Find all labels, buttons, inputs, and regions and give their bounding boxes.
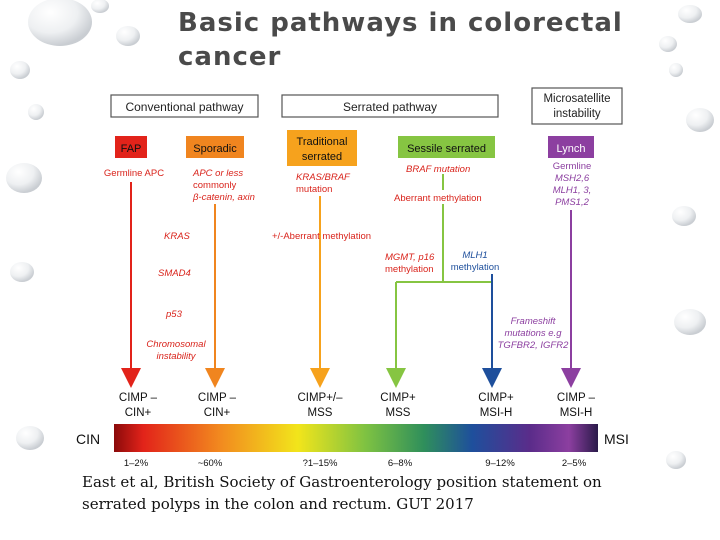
note-aberrant-methylation: Aberrant methylation	[394, 193, 482, 204]
note-lynch-line1: Germline	[553, 161, 592, 172]
box-fap-label: FAP	[121, 143, 142, 155]
outcome-6-line2: MSI-H	[560, 407, 593, 419]
note-kras-braf-line2: mutation	[296, 184, 332, 195]
note-frameshift-line3: TGFBR2, IGFR2	[498, 340, 569, 351]
cin-msi-spectrum-bar	[114, 424, 598, 452]
droplet	[686, 108, 714, 132]
note-p53: p53	[165, 309, 183, 320]
outcome-5-line1: CIMP+	[478, 392, 514, 404]
box-lynch	[548, 136, 594, 158]
pct-1: 1–2%	[124, 458, 149, 468]
outcome-6-line1: CIMP –	[557, 392, 596, 404]
note-lynch-line2: MSH2,6	[555, 173, 590, 184]
note-plusminus-aberrant: +/-Aberrant methylation	[272, 231, 371, 242]
outcome-3-line1: CIMP+/–	[297, 392, 343, 404]
outcome-1-line2: CIN+	[125, 407, 152, 419]
note-apc-line2: commonly	[193, 180, 237, 191]
scale-cin-label: CIN	[76, 431, 100, 447]
droplet	[91, 0, 109, 13]
note-apc-line1: APC or less	[192, 168, 243, 179]
outcome-4-line2: MSS	[386, 407, 411, 419]
box-traditional-line2: serrated	[302, 151, 342, 163]
header-conventional-box	[110, 94, 259, 118]
droplet	[16, 426, 44, 450]
pct-5: 9–12%	[485, 458, 515, 468]
outcome-2-line1: CIMP –	[198, 392, 237, 404]
note-lynch-line3: MLH1, 3,	[553, 185, 592, 196]
header-conventional: Conventional pathway	[125, 100, 243, 114]
box-sessile-label: Sessile serrated	[407, 143, 486, 155]
outcome-3-line2: MSS	[308, 407, 333, 419]
droplet	[669, 63, 683, 77]
note-frameshift-line2: mutations e.g	[504, 328, 562, 339]
pct-2: ~60%	[198, 458, 223, 468]
box-lynch-label: Lynch	[557, 143, 586, 155]
droplet	[10, 262, 34, 282]
note-chromosomal-line2: instability	[156, 351, 196, 362]
box-sessile	[398, 136, 495, 158]
note-kras: KRAS	[164, 231, 191, 242]
note-lynch-line4: PMS1,2	[555, 197, 590, 208]
box-fap	[115, 136, 147, 158]
header-msi-line2: instability	[553, 108, 601, 120]
note-braf-mutation: BRAF mutation	[406, 164, 470, 175]
pct-3: ?1–15%	[303, 458, 338, 468]
droplet	[116, 26, 140, 46]
droplet	[672, 206, 696, 226]
droplet	[10, 61, 30, 79]
outcome-2-line2: CIN+	[204, 407, 231, 419]
scale-msi-label: MSI	[604, 431, 629, 447]
citation-text: East et al, British Society of Gastroent…	[82, 471, 642, 515]
note-mgmt-line1: MGMT, p16	[385, 252, 435, 263]
droplet	[28, 104, 44, 120]
box-sporadic	[186, 136, 244, 158]
header-serrated-box	[281, 94, 499, 118]
slide-title: Basic pathways in colorectal cancer	[178, 8, 623, 72]
pct-6: 2–5%	[562, 458, 587, 468]
note-chromosomal-line1: Chromosomal	[146, 339, 206, 350]
pathway-diagram: Conventional pathway Serrated pathway Mi…	[74, 84, 634, 468]
note-germline-apc: Germline APC	[104, 168, 164, 179]
note-apc-line3: β-catenin, axin	[192, 192, 255, 203]
outcome-1-line1: CIMP –	[119, 392, 158, 404]
droplet	[28, 0, 92, 46]
note-mlh1-line1: MLH1	[462, 250, 487, 261]
outcome-4-line1: CIMP+	[380, 392, 416, 404]
box-traditional	[287, 130, 357, 166]
note-mgmt-line2: methylation	[385, 264, 434, 275]
box-sporadic-label: Sporadic	[193, 143, 237, 155]
header-serrated: Serrated pathway	[343, 100, 437, 114]
pct-4: 6–8%	[388, 458, 413, 468]
header-msi-box	[531, 87, 623, 125]
droplet	[674, 309, 706, 335]
note-mlh1-line2: methylation	[451, 262, 500, 273]
droplet	[6, 163, 42, 193]
header-msi-line1: Microsatellite	[543, 93, 610, 105]
note-smad4: SMAD4	[158, 268, 191, 279]
outcome-5-line2: MSI-H	[480, 407, 513, 419]
note-braf-text: BRAF mutation	[406, 164, 470, 175]
note-kras-braf-line1: KRAS/BRAF	[296, 172, 351, 183]
droplet	[659, 36, 677, 52]
note-frameshift-line1: Frameshift	[511, 316, 556, 327]
box-traditional-line1: Traditional	[297, 136, 348, 148]
droplet	[678, 5, 702, 23]
droplet	[666, 451, 686, 469]
